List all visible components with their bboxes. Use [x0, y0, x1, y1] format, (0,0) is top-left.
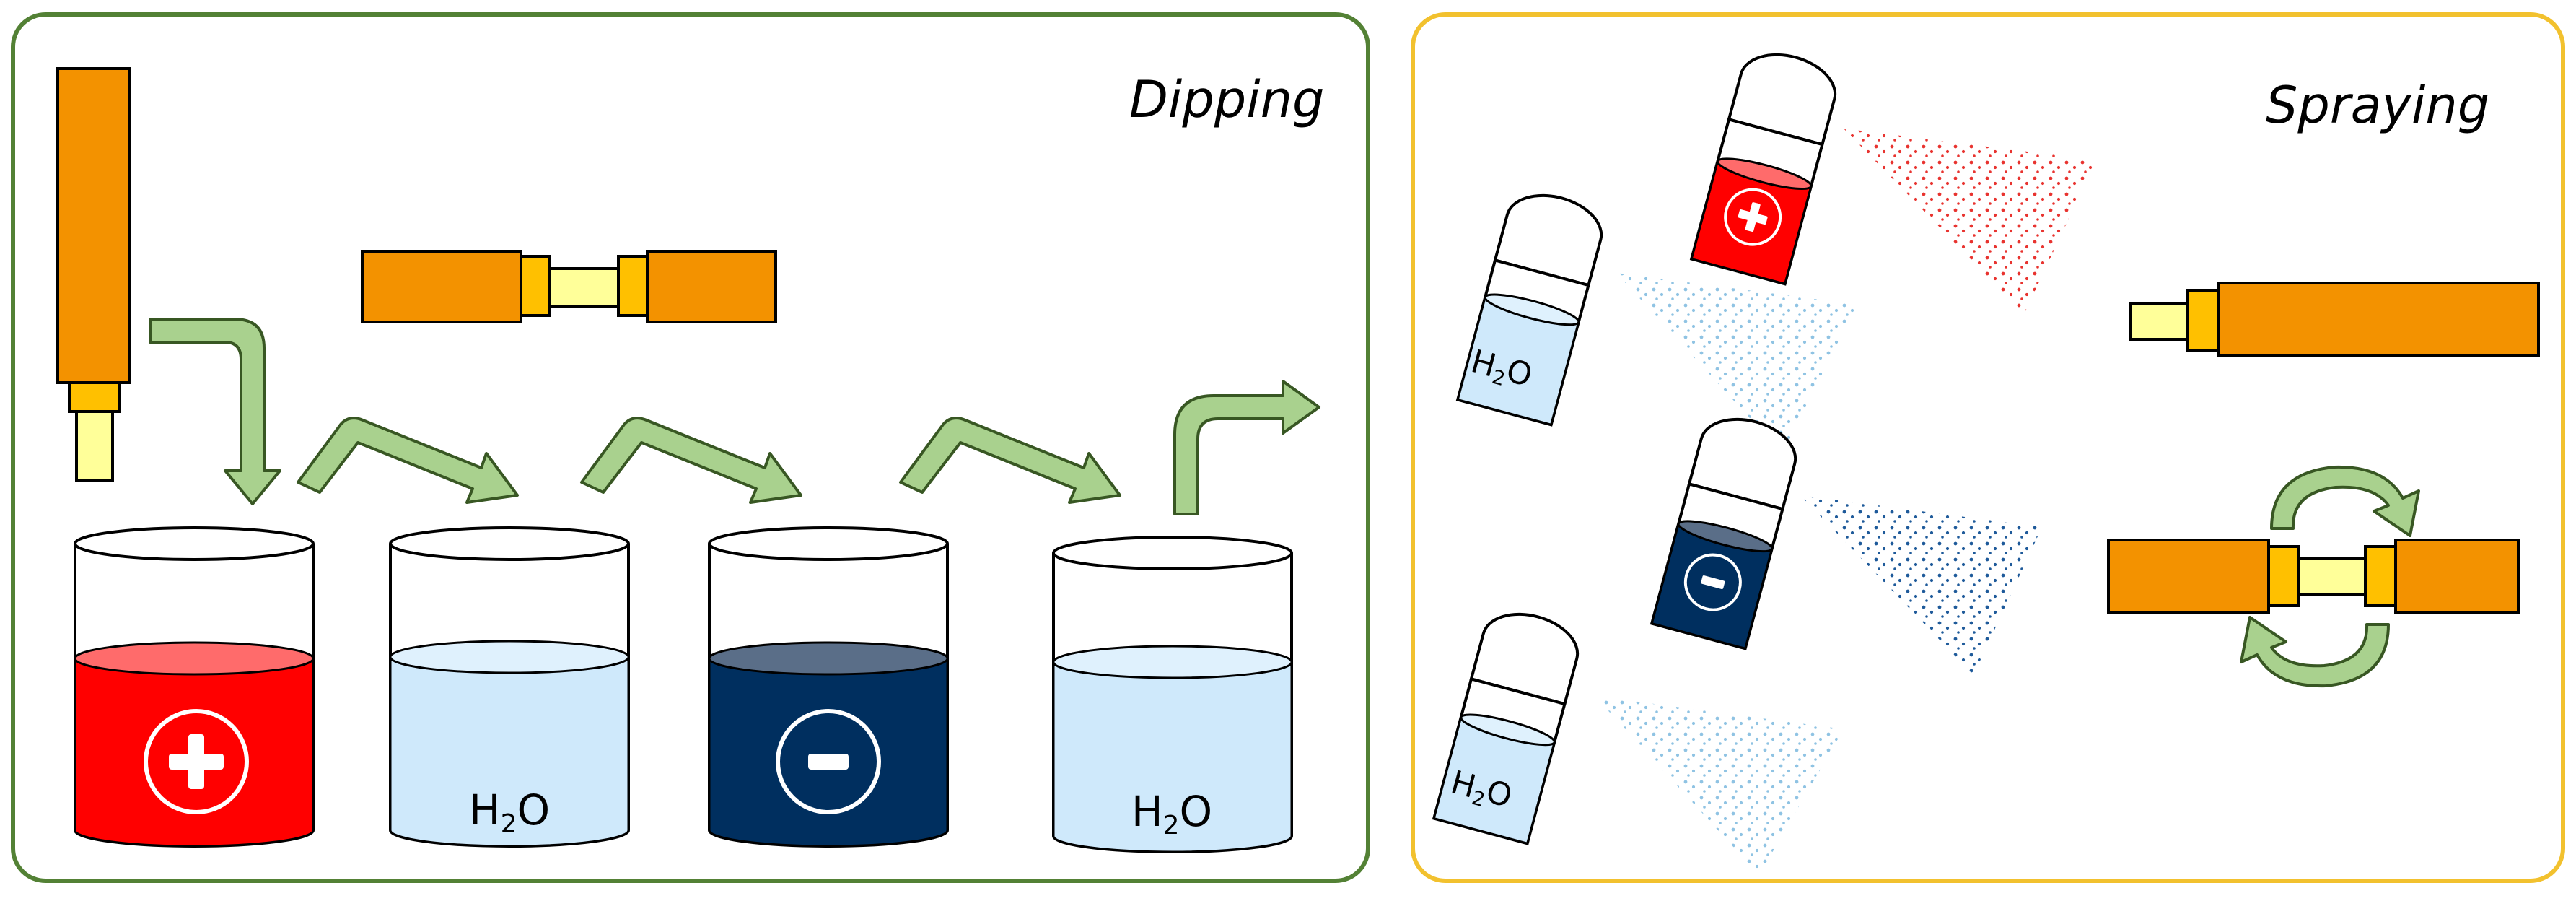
dip-arrow-1: [149, 318, 281, 505]
rotation-arrow-top-icon: [2270, 465, 2420, 537]
rotation-arrow-bottom-icon: [2240, 616, 2390, 688]
spraying-panel: [1411, 12, 2565, 883]
minus-icon: [776, 709, 881, 814]
beaker-polyanion: [708, 526, 949, 848]
spray-bottle-polycation: [1689, 53, 1837, 286]
rinse-1-label-h: H: [469, 785, 501, 835]
dip-arrow-2: [297, 417, 519, 504]
beaker-polycation: [74, 526, 315, 848]
horizontal-substrate-spraying: [2129, 282, 2540, 357]
horizontal-substrate-dipping: [361, 250, 777, 323]
spray-cone-rinse-2: [1595, 696, 1844, 875]
spray-cone-rinse-1: [1616, 273, 1858, 453]
rinse-2-label-sub: 2: [1162, 810, 1180, 840]
rinse-2-label-h: H: [1131, 787, 1163, 836]
plus-icon: [144, 709, 249, 814]
spray-bottle-rinse-1: [1455, 193, 1603, 427]
spray-cone-polyanion: [1800, 495, 2042, 675]
rinse-2-label-o: O: [1179, 787, 1213, 836]
beaker-rinse-1: [389, 526, 630, 848]
vertical-substrate: [56, 67, 131, 482]
rinse-1-label-o: O: [517, 785, 551, 835]
spray-bottle-rinse-2: [1432, 612, 1580, 845]
beaker-rinse-2: [1052, 536, 1293, 853]
dipping-panel-title: Dipping: [1129, 70, 1325, 129]
withdraw-arrow: [1173, 380, 1320, 515]
spray-bottle-polyanion: [1650, 417, 1797, 650]
dip-arrow-3: [580, 417, 802, 504]
spraying-panel-title: Spraying: [2266, 76, 2490, 135]
beaker-rinse-2-label: H2O: [1131, 787, 1212, 840]
dip-arrow-4: [899, 417, 1121, 504]
rotating-substrate: [2107, 539, 2520, 614]
beaker-rinse-1-label: H2O: [469, 785, 550, 839]
spray-cone-polycation: [1844, 129, 2096, 314]
rinse-1-label-sub: 2: [500, 809, 517, 839]
